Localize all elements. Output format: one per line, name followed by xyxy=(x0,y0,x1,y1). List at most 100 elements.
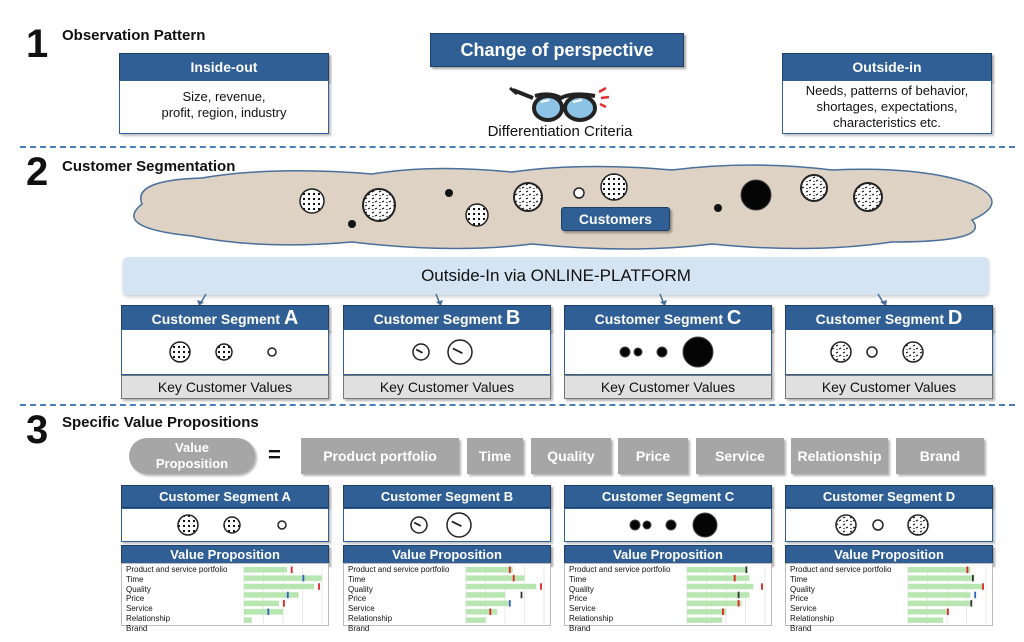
inside-out-box: Size, revenue, profit, region, industry xyxy=(119,80,329,134)
customer-icons xyxy=(835,514,929,536)
vp-row-label: Product and service portfolio xyxy=(126,565,228,574)
section-divider-1 xyxy=(20,146,1015,148)
vp-bar xyxy=(687,567,746,573)
vp-bar xyxy=(908,617,944,623)
customer-dot xyxy=(177,514,199,536)
step-number-2: 2 xyxy=(26,150,49,194)
vp-row-label: Quality xyxy=(126,584,151,594)
vp-marker xyxy=(982,583,984,590)
segment-customers xyxy=(564,508,772,542)
vp-row-label: Brand xyxy=(348,623,370,633)
outside-in-box: Needs, patterns of behavior, shortages, … xyxy=(782,80,992,134)
key-customer-values: Key Customer Values xyxy=(343,375,551,399)
value-proposition-header: Value Proposition xyxy=(564,545,772,565)
key-customer-values: Key Customer Values xyxy=(121,375,329,399)
customer-dot xyxy=(445,189,453,197)
section-title-segmentation: Customer Segmentation xyxy=(62,158,236,175)
customer-dot xyxy=(714,204,722,212)
vp-bar xyxy=(687,600,742,607)
vp-row-label: Time xyxy=(126,574,144,584)
segment-header-letter: B xyxy=(505,307,521,329)
customer-icons xyxy=(830,341,924,363)
value-proposition-header: Value Proposition xyxy=(785,545,993,565)
customers-label: Customers xyxy=(561,207,670,231)
segment-customers xyxy=(564,329,772,375)
customer-dot xyxy=(642,520,652,530)
vp-row-label: Time xyxy=(348,574,366,584)
vp-bar xyxy=(244,609,283,615)
segment-header: Customer Segment A xyxy=(121,305,329,331)
customer-dot xyxy=(223,516,241,534)
customer-cloud xyxy=(133,164,993,250)
vp-row-label: Service xyxy=(126,604,153,614)
vp-marker xyxy=(737,600,740,607)
vp-marker xyxy=(489,608,492,615)
segment-header-letter: C xyxy=(726,307,742,329)
segment-header: Customer Segment C xyxy=(564,305,772,331)
customer-dot xyxy=(800,174,828,202)
vp-bar xyxy=(466,609,498,615)
vp-row-label: Product and service portfolio xyxy=(790,565,892,574)
vp-marker xyxy=(947,608,949,615)
vp-row-label: Relationship xyxy=(790,613,835,623)
customer-dot xyxy=(619,346,631,358)
vp-bars xyxy=(907,566,987,624)
customer-dot xyxy=(513,182,543,212)
vp-bar xyxy=(466,600,509,607)
value-proposition-header: Value Proposition xyxy=(343,545,551,565)
factor-time: Time xyxy=(467,438,523,474)
segment-header: Customer Segment D xyxy=(785,485,993,508)
section-title-value-propositions: Specific Value Propositions xyxy=(62,414,259,431)
inside-out-header: Inside-out xyxy=(119,53,329,81)
customer-dot xyxy=(830,341,852,363)
vp-row-label: Price xyxy=(348,594,367,604)
vp-marker xyxy=(540,583,542,590)
vp-bar xyxy=(908,609,947,615)
customer-dot xyxy=(267,347,277,357)
vp-bar xyxy=(908,567,971,573)
vp-row-label: Brand xyxy=(569,623,591,633)
segment-header-prefix: Customer Segment xyxy=(815,311,948,327)
vp-marker xyxy=(290,566,293,573)
vp-bar xyxy=(244,600,280,607)
vp-row-label: Time xyxy=(569,574,587,584)
vp-row-label: Price xyxy=(569,594,588,604)
section-divider-2 xyxy=(20,404,1015,406)
customer-dot xyxy=(348,220,356,228)
vp-row-label: Product and service portfolio xyxy=(348,565,450,574)
vp-row-label: Product and service portfolio xyxy=(569,565,671,574)
customer-dot xyxy=(872,519,884,531)
customer-dot xyxy=(682,336,714,368)
customer-dot xyxy=(853,182,883,212)
customer-icons xyxy=(410,512,472,538)
customer-dot xyxy=(692,512,718,538)
customer-icons xyxy=(629,512,718,538)
vp-bar xyxy=(687,592,750,598)
customer-dot xyxy=(573,187,585,199)
segment-header: Customer Segment C xyxy=(564,485,772,508)
customer-dot xyxy=(362,188,396,222)
customer-dot xyxy=(665,519,677,531)
differentiation-criteria-label: Differentiation Criteria xyxy=(487,123,633,140)
vp-bar xyxy=(687,609,726,615)
vp-row-label: Service xyxy=(348,604,375,614)
vp-marker xyxy=(966,566,969,573)
segment-customers xyxy=(343,508,551,542)
segment-header-prefix: Customer Segment xyxy=(373,311,506,327)
customer-icons xyxy=(177,514,287,536)
vp-bar xyxy=(244,617,252,623)
vp-marker xyxy=(761,583,763,590)
vp-row-label: Brand xyxy=(126,623,148,633)
segment-header: Customer Segment A xyxy=(121,485,329,508)
segment-header-letter: A xyxy=(283,307,299,329)
segment-arrows xyxy=(197,293,887,306)
